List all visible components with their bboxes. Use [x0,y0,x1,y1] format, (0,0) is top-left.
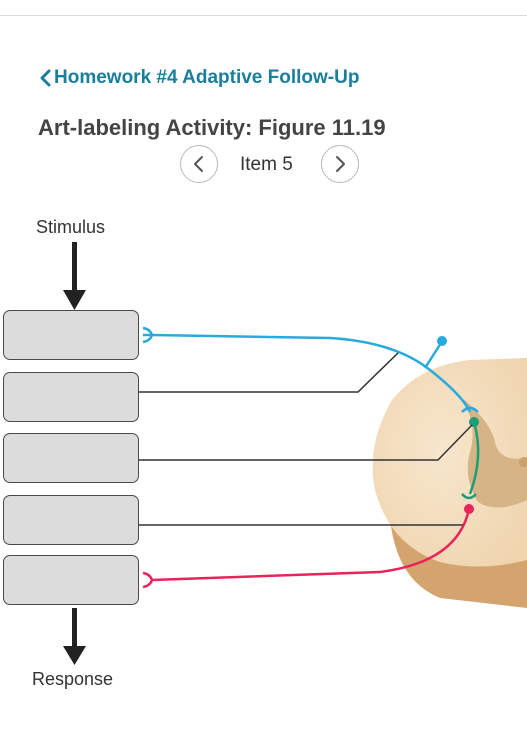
label-drop-zone-5[interactable] [3,555,139,605]
previous-item-button[interactable] [180,145,218,183]
leader-line-1 [139,352,399,393]
chevron-left-icon [194,156,203,172]
leader-lines [139,352,473,526]
item-indicator: Item 5 [240,154,293,175]
label-drop-zone-4[interactable] [3,495,139,545]
label-drop-zone-2[interactable] [3,372,139,422]
next-item-button[interactable] [321,145,359,183]
chevron-left-icon [40,69,51,87]
reflex-arc-illustration [63,242,527,665]
back-link[interactable]: Homework #4 Adaptive Follow-Up [38,66,359,90]
interneuron [461,417,480,500]
top-divider [0,15,527,16]
back-link-label: Homework #4 Adaptive Follow-Up [54,67,360,88]
label-drop-zone-1[interactable] [3,310,139,360]
spinal-cord-section [372,358,527,608]
chevron-right-icon [336,156,345,172]
stimulus-label: Stimulus [36,217,106,237]
leader-line-2 [139,424,473,461]
page-title: Art-labeling Activity: Figure 11.19 [38,115,386,140]
sensory-neuron [142,326,479,413]
label-drop-zone-3[interactable] [3,433,139,483]
response-label: Response [32,669,114,689]
stimulus-arrow-icon [63,242,86,310]
motor-neuron [142,504,474,589]
response-arrow-icon [63,608,86,665]
reflex-arc-diagram: Stimulus Response [0,200,527,700]
